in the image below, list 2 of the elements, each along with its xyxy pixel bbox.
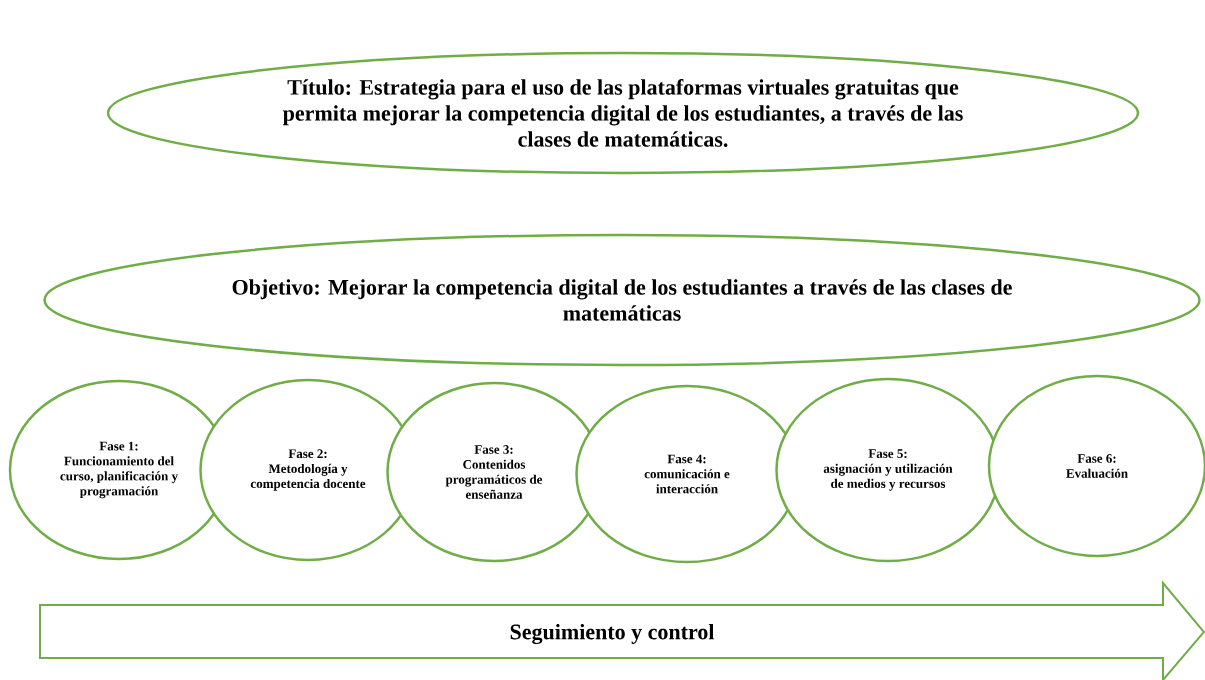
node-label: Fase 6:	[1077, 454, 1116, 463]
node-label: Evaluación	[1066, 468, 1128, 478]
